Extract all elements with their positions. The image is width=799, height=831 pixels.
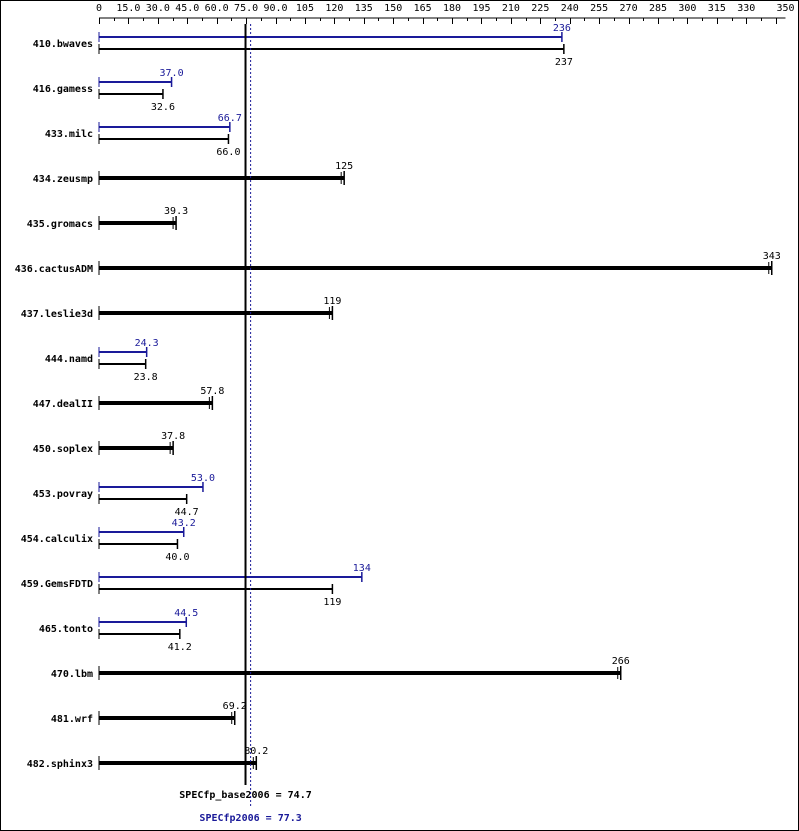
base-reference-label: SPECfp_base2006 = 74.7 <box>179 790 311 801</box>
benchmark-row: 450.soplex 37.8 <box>33 431 185 455</box>
benchmark-row: 434.zeusmp 125 <box>33 161 353 185</box>
benchmark-label: 459.GemsFDTD <box>21 579 93 590</box>
x-axis-tick-label: 45.0 <box>175 3 199 14</box>
base-value-label: 39.3 <box>164 206 188 217</box>
base-value-label: 23.8 <box>134 372 158 383</box>
x-axis-tick-label: 195 <box>472 3 490 14</box>
benchmark-row: 410.bwaves 236 237 <box>33 23 573 68</box>
benchmark-row: 465.tonto 44.5 41.2 <box>39 608 199 653</box>
peak-value-label: 24.3 <box>135 338 159 349</box>
base-value-label: 32.6 <box>151 102 175 113</box>
benchmark-label: 433.milc <box>45 128 93 140</box>
benchmark-row: 444.namd 24.3 23.8 <box>45 338 159 383</box>
x-axis: 0 15.0 30.0 45.0 60.0 75.0 90.0 105 120 135 150 165… <box>96 3 795 24</box>
benchmark-label: 470.lbm <box>51 669 93 680</box>
benchmark-label: 481.wrf <box>51 714 93 725</box>
benchmark-row: 481.wrf 69.2 <box>51 701 247 725</box>
x-axis-tick-label: 285 <box>649 3 667 14</box>
benchmark-label: 410.bwaves <box>33 39 93 50</box>
base-value-label: 125 <box>335 161 353 172</box>
x-axis-tick-label: 135 <box>355 3 373 14</box>
peak-value-label: 53.0 <box>191 473 215 484</box>
peak-reference-label: SPECfp2006 = 77.3 <box>199 813 301 824</box>
benchmark-label: 444.namd <box>45 354 93 365</box>
benchmark-row: 453.povray 53.0 44.7 <box>33 473 215 518</box>
benchmark-row: 435.gromacs 39.3 <box>27 206 188 230</box>
benchmark-label: 437.leslie3d <box>21 308 93 320</box>
x-axis-tick-label: 255 <box>590 3 608 14</box>
benchmark-label: 447.dealII <box>33 399 93 410</box>
benchmark-label: 436.cactusADM <box>15 264 93 275</box>
x-axis-tick-label: 240 <box>561 3 579 14</box>
x-axis-tick-label: 225 <box>531 3 549 14</box>
x-axis-tick-label: 315 <box>708 3 726 14</box>
benchmark-label: 434.zeusmp <box>33 174 93 185</box>
base-value-label: 44.7 <box>175 507 199 518</box>
base-value-label: 237 <box>555 57 573 68</box>
benchmark-label: 454.calculix <box>21 533 93 545</box>
x-axis-tick-label: 330 <box>737 3 755 14</box>
base-value-label: 37.8 <box>161 431 185 442</box>
x-axis-tick-label: 210 <box>502 3 520 14</box>
x-axis-tick-label: 60.0 <box>205 3 229 14</box>
base-value-label: 119 <box>323 597 341 608</box>
peak-value-label: 134 <box>353 563 371 574</box>
benchmark-row: 482.sphinx3 80.2 <box>27 746 268 770</box>
base-value-label: 69.2 <box>223 701 247 712</box>
x-axis-tick-label: 0 <box>96 3 102 14</box>
base-value-label: 80.2 <box>244 746 268 757</box>
peak-value-label: 66.7 <box>218 113 242 124</box>
benchmark-row: 459.GemsFDTD 134 119 <box>21 563 371 608</box>
x-axis-tick-label: 270 <box>620 3 638 14</box>
base-value-label: 41.2 <box>168 642 192 653</box>
benchmark-row: 433.milc 66.7 66.0 <box>45 113 242 158</box>
x-axis-tick-label: 350 <box>776 3 794 14</box>
benchmark-row: 447.dealII 57.8 <box>33 386 224 410</box>
base-value-label: 66.0 <box>216 147 240 158</box>
base-value-label: 266 <box>612 656 630 667</box>
benchmark-label: 435.gromacs <box>27 219 93 230</box>
peak-value-label: 37.0 <box>160 68 184 79</box>
base-value-label: 40.0 <box>165 552 189 563</box>
benchmark-label: 450.soplex <box>33 444 93 455</box>
benchmark-rows: 410.bwaves236237416.gamess37.032.6433.mi… <box>15 23 781 770</box>
x-axis-tick-label: 120 <box>325 3 343 14</box>
peak-value-label: 236 <box>553 23 571 34</box>
benchmark-row: 470.lbm 266 <box>51 656 630 680</box>
base-value-label: 343 <box>763 251 781 262</box>
benchmark-label: 465.tonto <box>39 624 93 635</box>
peak-value-label: 44.5 <box>174 608 198 619</box>
x-axis-tick-label: 15.0 <box>116 3 140 14</box>
peak-value-label: 43.2 <box>172 518 196 529</box>
benchmark-label: 416.gamess <box>33 84 93 95</box>
x-axis-tick-label: 180 <box>443 3 461 14</box>
base-value-label: 119 <box>323 296 341 307</box>
benchmark-row: 454.calculix 43.2 40.0 <box>21 518 196 563</box>
x-axis-tick-label: 90.0 <box>263 3 287 14</box>
x-axis-tick-label: 300 <box>678 3 696 14</box>
benchmark-label: 482.sphinx3 <box>27 758 93 770</box>
benchmark-label: 453.povray <box>33 489 93 500</box>
benchmark-row: 416.gamess 37.0 32.6 <box>33 68 184 113</box>
benchmark-row: 436.cactusADM 343 <box>15 251 781 275</box>
x-axis-tick-label: 30.0 <box>146 3 170 14</box>
x-axis-tick-label: 150 <box>384 3 402 14</box>
base-value-label: 57.8 <box>200 386 224 397</box>
x-axis-tick-label: 165 <box>414 3 432 14</box>
benchmark-row: 437.leslie3d 119 <box>21 296 341 320</box>
x-axis-tick-label: 75.0 <box>234 3 258 14</box>
x-axis-tick-label: 105 <box>296 3 314 14</box>
